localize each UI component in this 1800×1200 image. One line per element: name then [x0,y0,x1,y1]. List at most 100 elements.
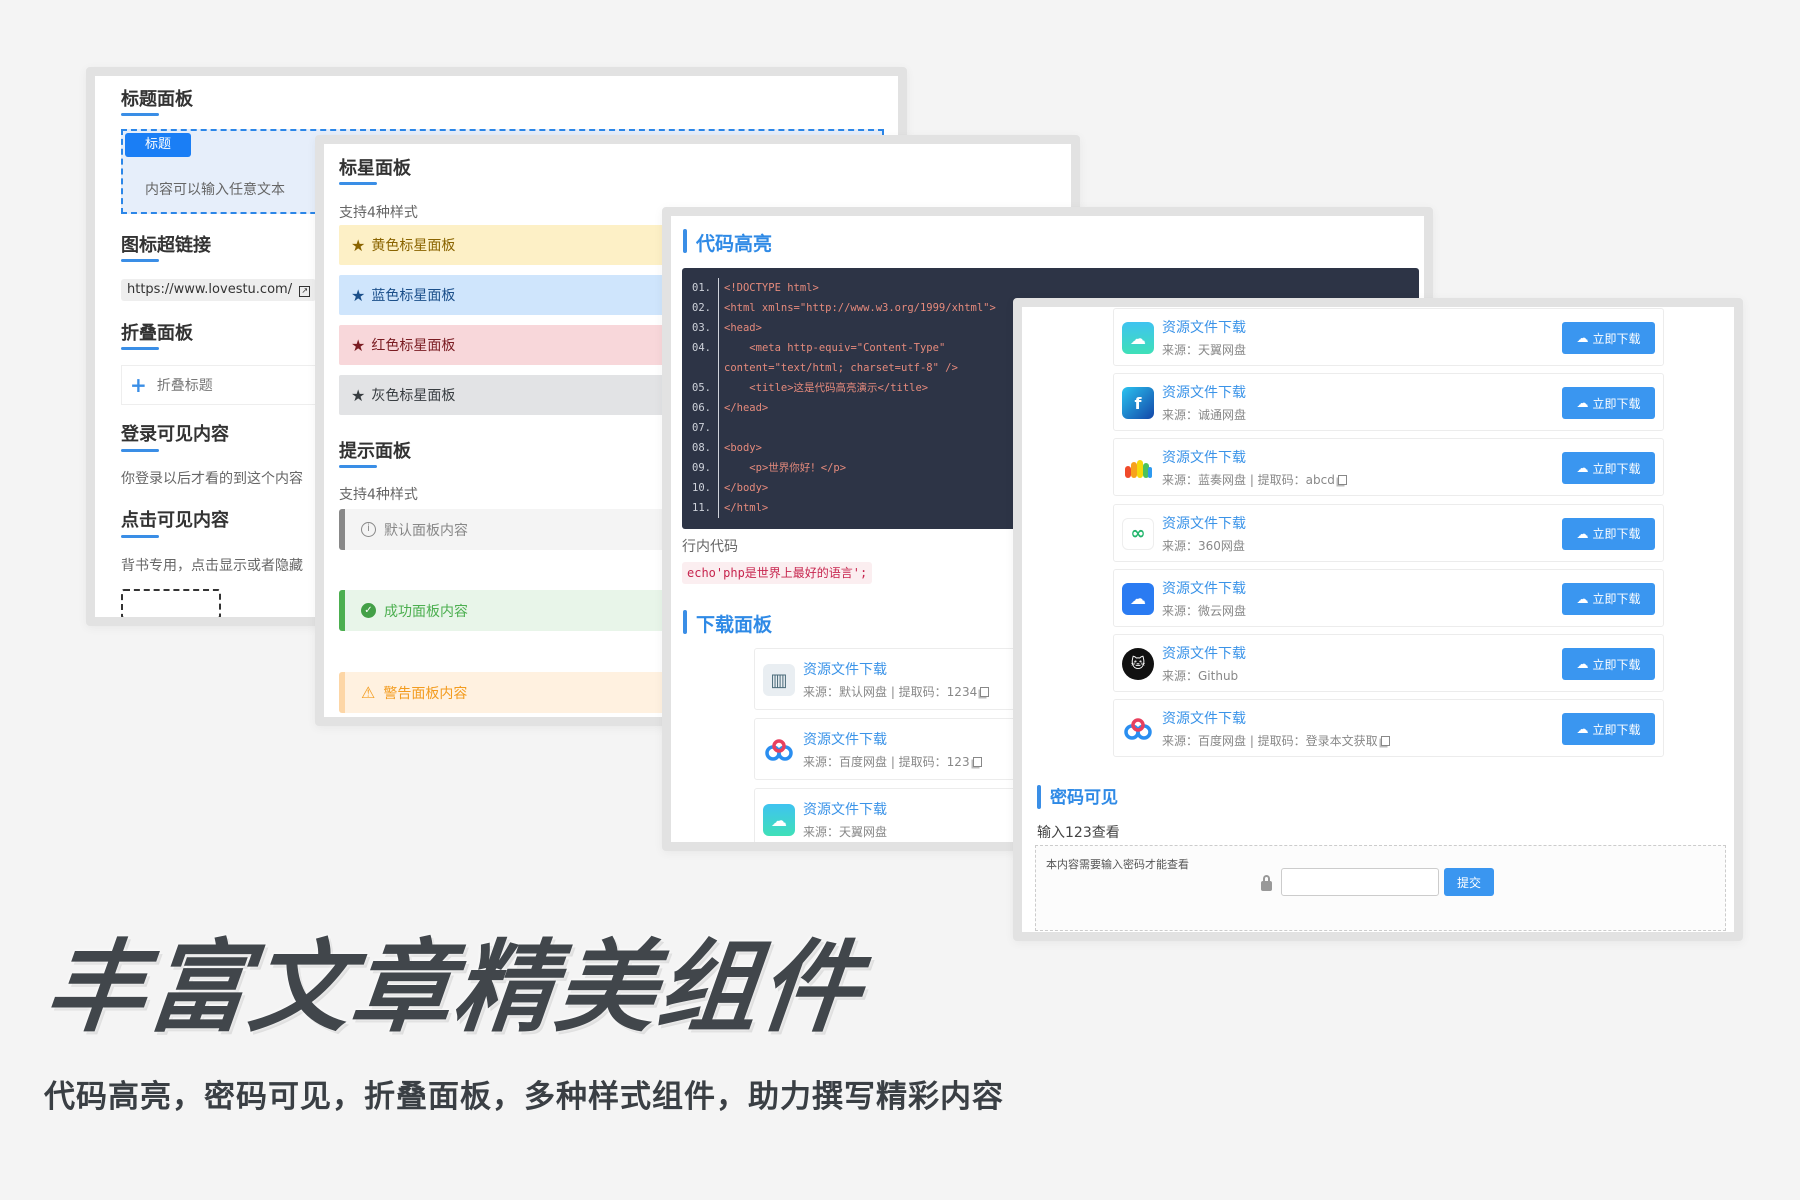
download-title[interactable]: 资源文件下载 [1162,320,1246,336]
download-source-text: 来源：诚通网盘 [1162,408,1247,423]
external-link-icon: ↗ [299,286,311,297]
download-title[interactable]: 资源文件下载 [1162,711,1246,728]
click-visible-text: 背书专用，点击显示或者隐藏 [121,558,303,574]
star-icon: ★ [351,285,366,305]
download-button-label: 立即下载 [1592,331,1641,346]
check-circle-icon: ✓ [361,603,376,618]
password-box: 本内容需要输入密码才能查看 提交 [1035,845,1726,931]
code-line-number: 03. [692,322,711,334]
download-title[interactable]: 资源文件下载 [1162,450,1246,467]
download-now-button[interactable]: ☁立即下载 [1562,517,1655,550]
download-now-button[interactable]: ☁立即下载 [1562,322,1655,354]
code-line: <p>世界你好！</p> [724,462,847,474]
login-visible-text: 你登录以后才看的到这个内容 [121,471,303,487]
cloud-download-icon: ☁ [1576,461,1589,476]
copy-icon[interactable] [1380,736,1390,747]
star-icon: ★ [351,235,366,255]
cloud-download-icon: ☁ [1576,331,1589,345]
copy-icon[interactable] [972,757,982,767]
download-now-button[interactable]: ☁立即下载 [1562,582,1655,615]
tianyi-cloud-icon: ☁ [763,804,795,836]
copy-icon[interactable] [980,687,990,697]
download-title[interactable]: 资源文件下载 [803,802,887,818]
password-hint: 输入123查看 [1037,825,1120,841]
headline: 丰富文章精美组件 [39,929,869,1046]
heading-download-panel: 下载面板 [696,614,773,636]
star-panel-label: 红色标星面板 [371,338,456,354]
download-now-button[interactable]: ☁立即下载 [1562,713,1655,746]
download-item: ∞ 资源文件下载来源：360网盘 ☁立即下载 [1113,503,1664,562]
download-source-text: 来源：百度网盘 | 提取码：123 [803,755,970,769]
heading-bar [1037,785,1041,809]
code-line-number: 08. [692,442,711,454]
code-line: <meta http-equiv="Content-Type" content=… [724,342,958,374]
heading-tip-panel: 提示面板 [339,441,411,462]
link-text: https://www.lovestu.com/ [127,282,293,297]
cloud-download-icon: ☁ [1576,526,1589,541]
cloud-download-icon: ☁ [1576,722,1589,737]
password-notice: 本内容需要输入密码才能查看 [1046,858,1189,871]
heading-code-highlight: 代码高亮 [696,233,773,255]
download-now-button[interactable]: ☁立即下载 [1562,387,1655,420]
download-item: 🐱 资源文件下载来源：Github ☁立即下载 [1113,634,1664,692]
cloud-download-icon: ☁ [1576,591,1589,606]
heading-bar [683,610,687,634]
star-panel-label: 灰色标星面板 [371,388,456,404]
cloud-download-icon: ☁ [1576,657,1589,671]
star-icon: ★ [351,335,366,355]
download-source: 来源：天翼网盘 [1162,341,1246,358]
star-icon: ★ [351,385,366,405]
download-button-label: 立即下载 [1592,592,1641,607]
titled-box-content: 内容可以输入任意文本 [145,182,285,198]
github-icon: 🐱 [1122,648,1154,680]
download-title[interactable]: 资源文件下载 [803,662,887,678]
submit-button[interactable]: 提交 [1444,868,1494,896]
baidu-cloud-icon [763,734,795,766]
code-line: </body> [724,482,769,494]
heading-password: 密码可见 [1050,788,1118,808]
download-now-button[interactable]: ☁立即下载 [1562,452,1655,485]
download-source-text: 来源：微云网盘 [1162,603,1247,618]
download-source-text: 来源：天翼网盘 [1162,343,1247,357]
heading-underline [339,182,377,185]
360-cloud-icon: ∞ [1122,517,1154,550]
download-source-text: 来源：360网盘 [1162,538,1245,553]
download-source-text: 来源：Github [1162,669,1239,683]
copy-icon[interactable] [1337,475,1347,486]
download-title[interactable]: 资源文件下载 [1162,385,1246,402]
download-title[interactable]: 资源文件下载 [1162,646,1246,662]
download-title[interactable]: 资源文件下载 [1162,580,1246,597]
line-number-divider [718,278,719,518]
star-desc: 支持4种样式 [339,205,418,221]
download-source-text: 来源：天翼网盘 [803,825,888,839]
code-line-number: 11. [692,502,711,514]
code-line: <html xmlns="http://www.w3.org/1999/xhtm… [724,302,996,314]
tip-default-text: 默认面板内容 [384,522,468,539]
password-input[interactable] [1281,868,1439,896]
download-source: 来源：Github [1162,667,1238,684]
download-title[interactable]: 资源文件下载 [803,732,887,748]
download-item: ☁资源文件下载来源：微云网盘☁立即下载 [1113,568,1664,627]
download-source-text: 来源：默认网盘 | 提取码：1234 [803,685,978,699]
download-source: 来源：天翼网盘 [803,823,887,840]
download-button-label: 立即下载 [1592,461,1641,476]
click-reveal-box[interactable] [121,589,221,617]
heading-star-panel: 标星面板 [339,158,411,179]
code-line-number: 06. [692,402,711,414]
download-source-text: 来源：百度网盘 | 提取码：登录本文获取 [1162,734,1378,749]
download-source: 来源：默认网盘 | 提取码：1234 [803,683,990,700]
star-panel-label: 蓝色标星面板 [371,288,456,304]
code-line: </html> [724,502,769,514]
baidu-cloud-icon [1122,713,1154,745]
weiyun-icon: ☁ [1122,582,1154,615]
download-button-label: 立即下载 [1592,657,1641,672]
plus-icon: + [130,373,147,397]
icon-link[interactable]: https://www.lovestu.com/ ↗ [121,279,317,301]
download-title[interactable]: 资源文件下载 [1162,515,1246,532]
download-now-button[interactable]: ☁立即下载 [1562,648,1655,680]
books-icon: ▥ [763,664,795,696]
code-line-number: 05. [692,382,711,394]
code-line-number: 01. [692,282,711,294]
tip-success-text: 成功面板内容 [384,603,468,620]
